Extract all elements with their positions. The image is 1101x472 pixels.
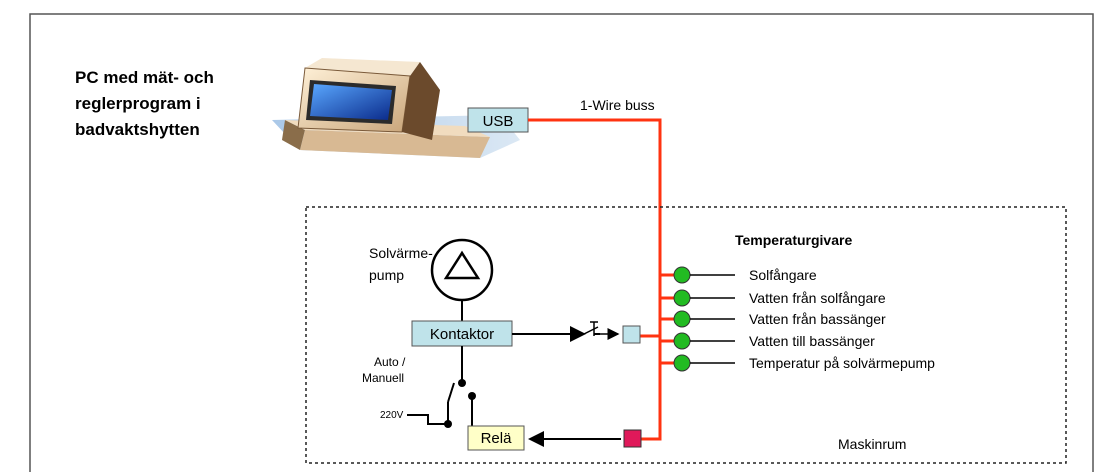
voltage-wire xyxy=(407,414,448,425)
sensor-vatten-fran-solfangare: Vatten från solfångare xyxy=(673,289,886,307)
bus-label: 1-Wire buss xyxy=(580,97,655,113)
auto-manual-label: Auto / Manuell xyxy=(362,355,409,385)
switch-icon xyxy=(583,321,620,340)
sensor-vatten-till-bassanger: Vatten till bassänger xyxy=(673,332,875,350)
contactor-box: Kontaktor xyxy=(411,320,513,347)
sensor-node xyxy=(673,354,691,372)
sensor-interface-box xyxy=(622,325,641,344)
sensor-solfangare: Solfångare xyxy=(673,266,817,284)
one-wire-bus xyxy=(528,118,682,441)
pump-icon xyxy=(430,238,494,321)
usb-label: USB xyxy=(483,113,514,130)
sensor-label: Vatten till bassänger xyxy=(749,333,875,349)
relay-label: Relä xyxy=(481,430,513,447)
sensor-label: Solfångare xyxy=(749,267,817,283)
sensor-label: Temperatur på solvärmepump xyxy=(749,355,935,371)
sensor-node xyxy=(673,310,691,328)
outer-frame xyxy=(29,13,1094,472)
auto-manual-switch-arm xyxy=(447,382,455,403)
machine-room-label: Maskinrum xyxy=(838,436,906,452)
computer-icon xyxy=(272,58,520,158)
switch-contact-top xyxy=(458,379,466,387)
contactor-label: Kontaktor xyxy=(430,326,494,343)
relay-box: Relä xyxy=(467,425,525,451)
machine-room-boundary xyxy=(305,206,1067,464)
usb-port: USB xyxy=(467,107,529,133)
sensor-temperatur-solvarmepump: Temperatur på solvärmepump xyxy=(673,354,935,372)
sensors-title: Temperaturgivare xyxy=(735,232,852,248)
sensor-node xyxy=(673,289,691,307)
pump-label: Solvärme- pump xyxy=(369,245,437,283)
sensor-node xyxy=(673,266,691,284)
sensor-label: Vatten från solfångare xyxy=(749,290,886,306)
relay-node xyxy=(623,429,642,448)
voltage-node xyxy=(444,420,452,428)
sensor-label: Vatten från bassänger xyxy=(749,311,886,327)
pc-label: PC med mät- och reglerprogram i badvakts… xyxy=(75,68,219,139)
sensor-vatten-fran-bassanger: Vatten från bassänger xyxy=(673,310,886,328)
sensor-node xyxy=(673,332,691,350)
voltage-label: 220V xyxy=(380,410,404,421)
